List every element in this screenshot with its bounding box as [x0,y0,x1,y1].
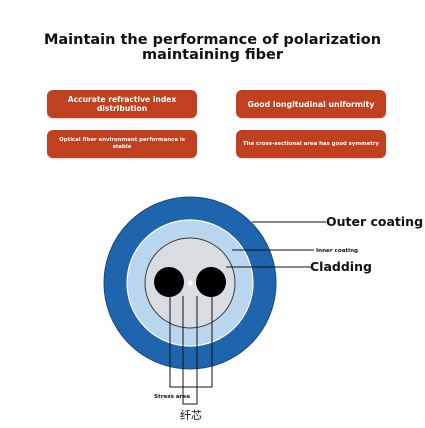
fiber-core [187,280,193,286]
stress-area-label: Stress area [154,394,190,400]
stress-rod-right [196,267,226,297]
feature-tag-refractive-index: Accurate refractive index distribution [47,90,197,118]
feature-tag-environment-performance: Optical fiber environment performance is… [47,130,197,158]
inner-coating-label: Inner coating [316,248,358,254]
feature-tag-longitudinal-uniformity: Good longitudinal uniformity [236,90,386,118]
feature-tag-label: Accurate refractive index distribution [67,95,177,113]
core-bracket [182,296,198,405]
feature-tag-label: Optical fiber environment performance is… [59,137,185,150]
feature-tag-label: Good longitudinal uniformity [247,99,375,109]
feature-tag-symmetry: The cross-sectional area has good symmet… [236,130,386,158]
outer-coating-label: Outer coating [326,214,423,229]
stress-rod-left [154,267,184,297]
page-title: Maintain the performance of polarization… [43,32,382,63]
core-label: 纤芯 [180,408,202,422]
feature-tag-label: The cross-sectional area has good symmet… [242,141,380,147]
cladding-label: Cladding [310,259,372,274]
stress-area-bracket [169,297,213,388]
